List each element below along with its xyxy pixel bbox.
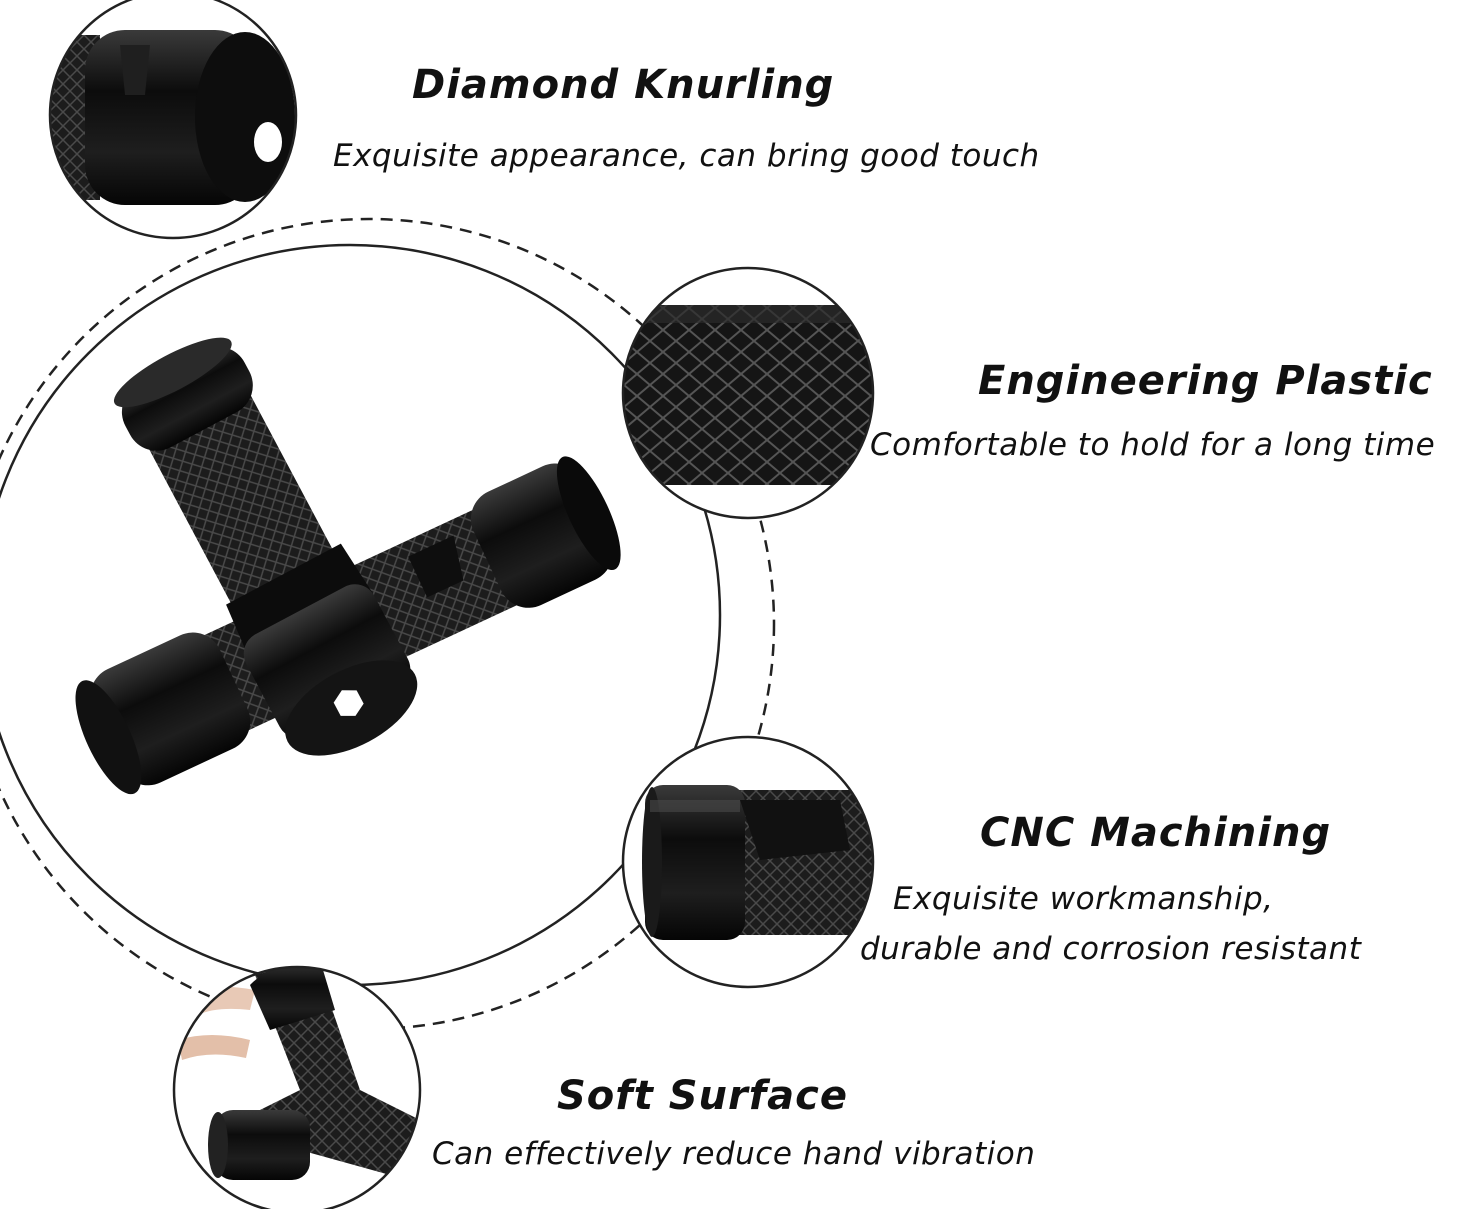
diamond-knurling-description: Exquisite appearance, can bring good tou… [333,138,1040,174]
detail-circle-cnc-machining [621,735,875,989]
detail-circle-engineering-plastic [621,266,875,520]
cnc-machining-description-line2: durable and corrosion resistant [860,931,1362,967]
engineering-plastic-description: Comfortable to hold for a long time [870,427,1436,463]
main-product-grips [75,337,621,795]
soft-surface-title: Soft Surface [557,1073,848,1119]
detail-circle-soft-surface [172,965,422,1213]
detail-circle-diamond-knurling [48,0,298,240]
soft-surface-description: Can effectively reduce hand vibration [432,1136,1036,1172]
dashed-outer-ring [0,217,776,1031]
engineering-plastic-title: Engineering Plastic [978,358,1433,404]
cnc-machining-title: CNC Machining [980,810,1332,856]
diamond-knurling-title: Diamond Knurling [412,62,835,108]
cnc-machining-description-line1: Exquisite workmanship, [893,881,1274,917]
